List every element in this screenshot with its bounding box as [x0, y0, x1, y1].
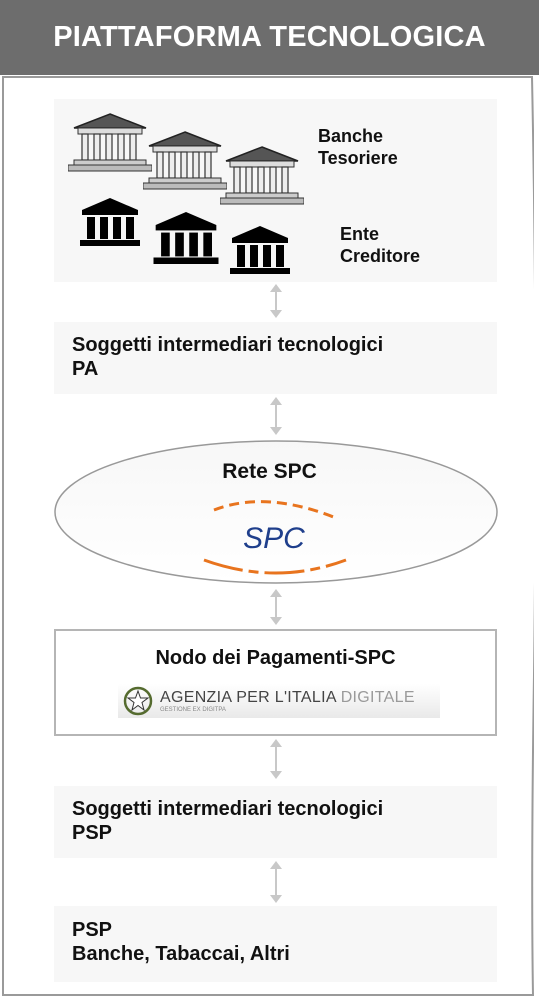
italian-emblem-icon	[123, 686, 153, 716]
rete-spc-network	[54, 440, 498, 584]
ente-building-icon	[80, 198, 140, 246]
spc-logo: SPC	[203, 500, 347, 575]
psp-panel	[54, 906, 497, 982]
bank-building-icon	[220, 146, 304, 205]
ente-building-icon	[230, 226, 290, 274]
nodo-pagamenti-box: Nodo dei Pagamenti-SPC AGENZIA PER L'ITA…	[54, 629, 497, 736]
agency-name: AGENZIA PER L'ITALIA DIGITALE	[160, 689, 415, 706]
platform-frame	[1, 75, 534, 997]
psp-label: PSP Banche, Tabaccai, Altri	[72, 919, 290, 966]
double-arrow-icon	[270, 397, 282, 435]
intermediari-pa-label: Soggetti intermediari tecnologici PA	[72, 334, 384, 381]
intermediari-psp-label: Soggetti intermediari tecnologici PSP	[72, 798, 384, 845]
bank-building-icon	[143, 131, 227, 190]
intermediari-psp-panel	[54, 786, 497, 858]
spc-logo-text: SPC	[243, 522, 305, 555]
header-title: PIATTAFORMA TECNOLOGICA	[53, 21, 486, 53]
double-arrow-icon	[270, 861, 282, 903]
banche-tesoriere-label: Banche Tesoriere	[318, 126, 398, 168]
nodo-title: Nodo dei Pagamenti-SPC	[155, 647, 396, 669]
double-arrow-icon	[270, 739, 282, 779]
agid-logo: AGENZIA PER L'ITALIA DIGITALE GESTIONE E…	[118, 684, 440, 718]
frame-outline	[2, 76, 534, 996]
double-arrow-icon	[270, 589, 282, 625]
double-arrow-icon	[270, 284, 282, 318]
ente-creditore-label: Ente Creditore	[340, 224, 421, 266]
rete-spc-title: Rete SPC	[222, 460, 317, 483]
agency-subtitle: GESTIONE EX DIGITPA	[160, 707, 226, 713]
bank-building-icon	[68, 113, 152, 172]
intermediari-pa-panel	[54, 322, 497, 394]
page-header: PIATTAFORMA TECNOLOGICA	[0, 0, 539, 75]
ente-building-icon	[153, 212, 219, 264]
